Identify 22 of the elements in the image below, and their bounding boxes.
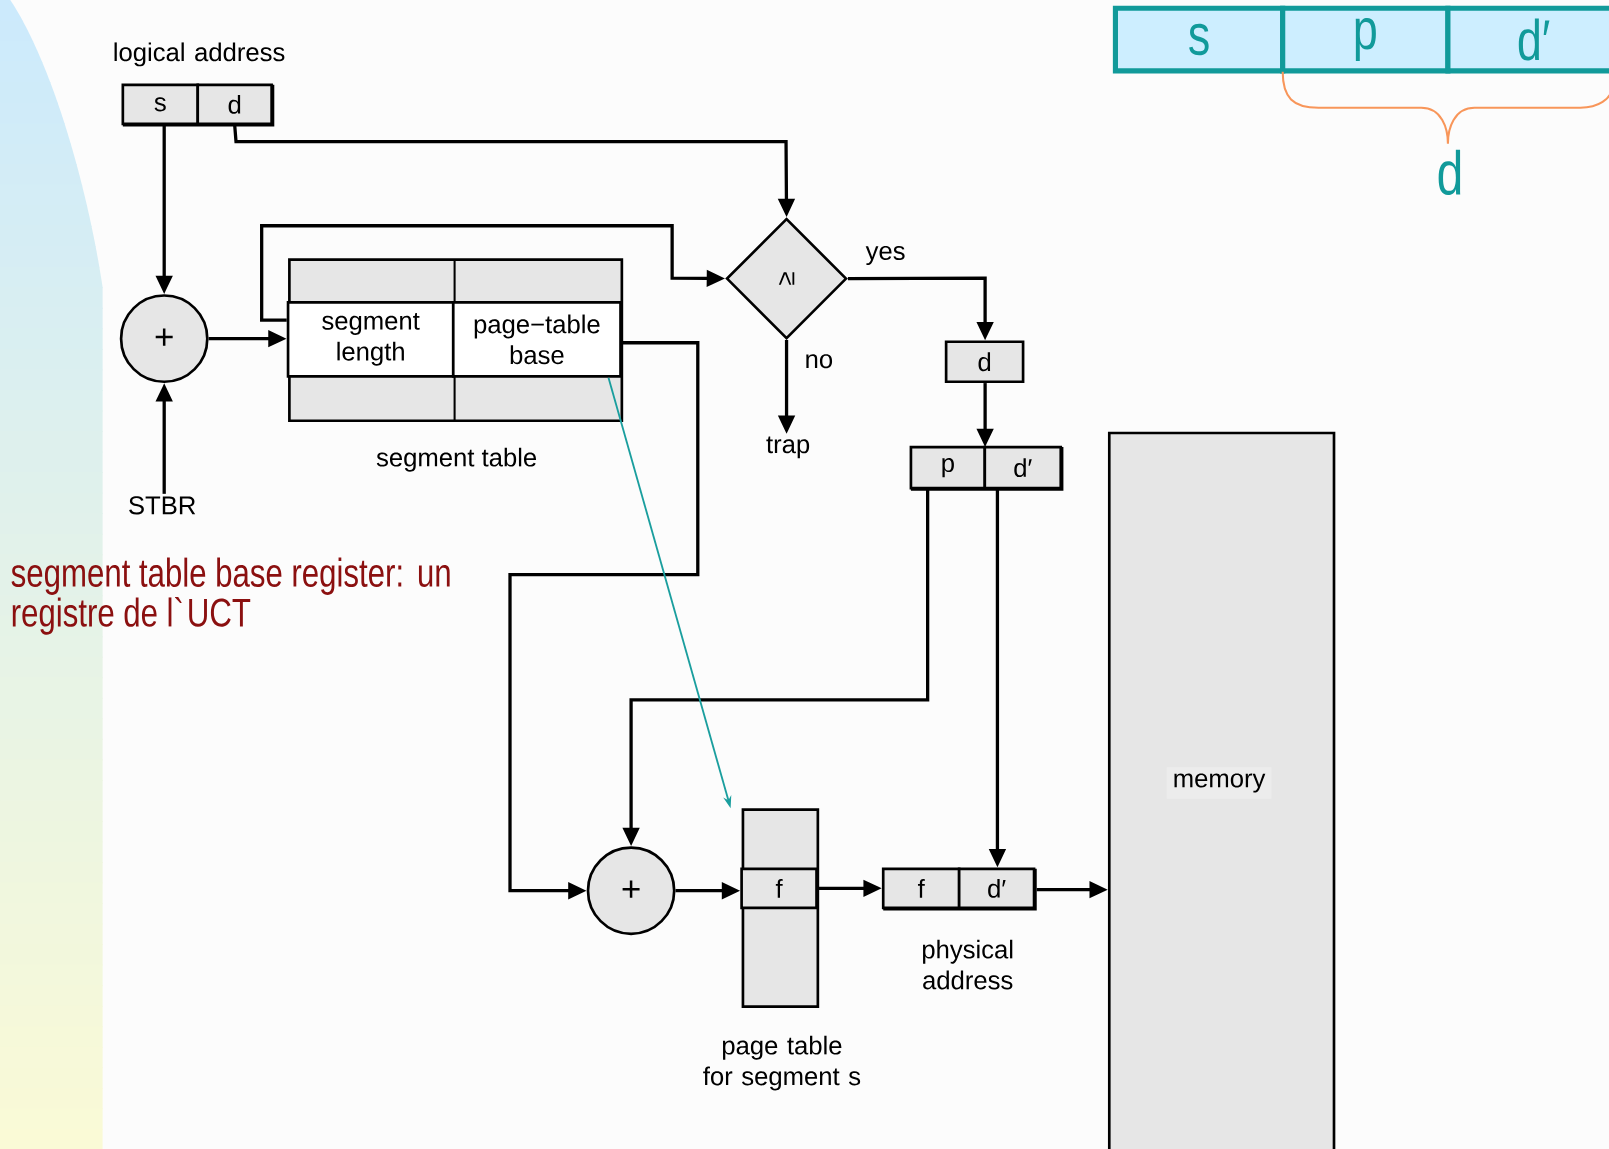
register-cell: f [881, 867, 961, 910]
register-cell: d [944, 340, 1025, 383]
register-label: STBR [129, 496, 196, 515]
annotation-text: segment table base register: un registre de l`UCT [11, 557, 450, 635]
register-cell: d′ [983, 445, 1063, 490]
node-label: segment table [376, 447, 537, 472]
register-cell: d′ [957, 867, 1036, 910]
node-label: physical address [922, 939, 1013, 990]
register-cell: p [909, 445, 987, 490]
outcome-label: trap [766, 436, 810, 459]
brace-label: d [1438, 149, 1461, 195]
register-cell: s [1112, 5, 1286, 74]
memory-block: memory [1107, 431, 1336, 1149]
table-cell: page−table base [451, 300, 622, 378]
table-cell: segment length [286, 300, 455, 378]
register-cell: d [196, 83, 273, 126]
register-cell: d′ [1445, 5, 1609, 74]
node-label: page table for segment s [703, 1035, 861, 1091]
register-cell: p [1280, 5, 1451, 74]
register-cell: s [121, 83, 200, 126]
node-label: logical address [114, 42, 285, 67]
table-cell: f [740, 867, 818, 910]
